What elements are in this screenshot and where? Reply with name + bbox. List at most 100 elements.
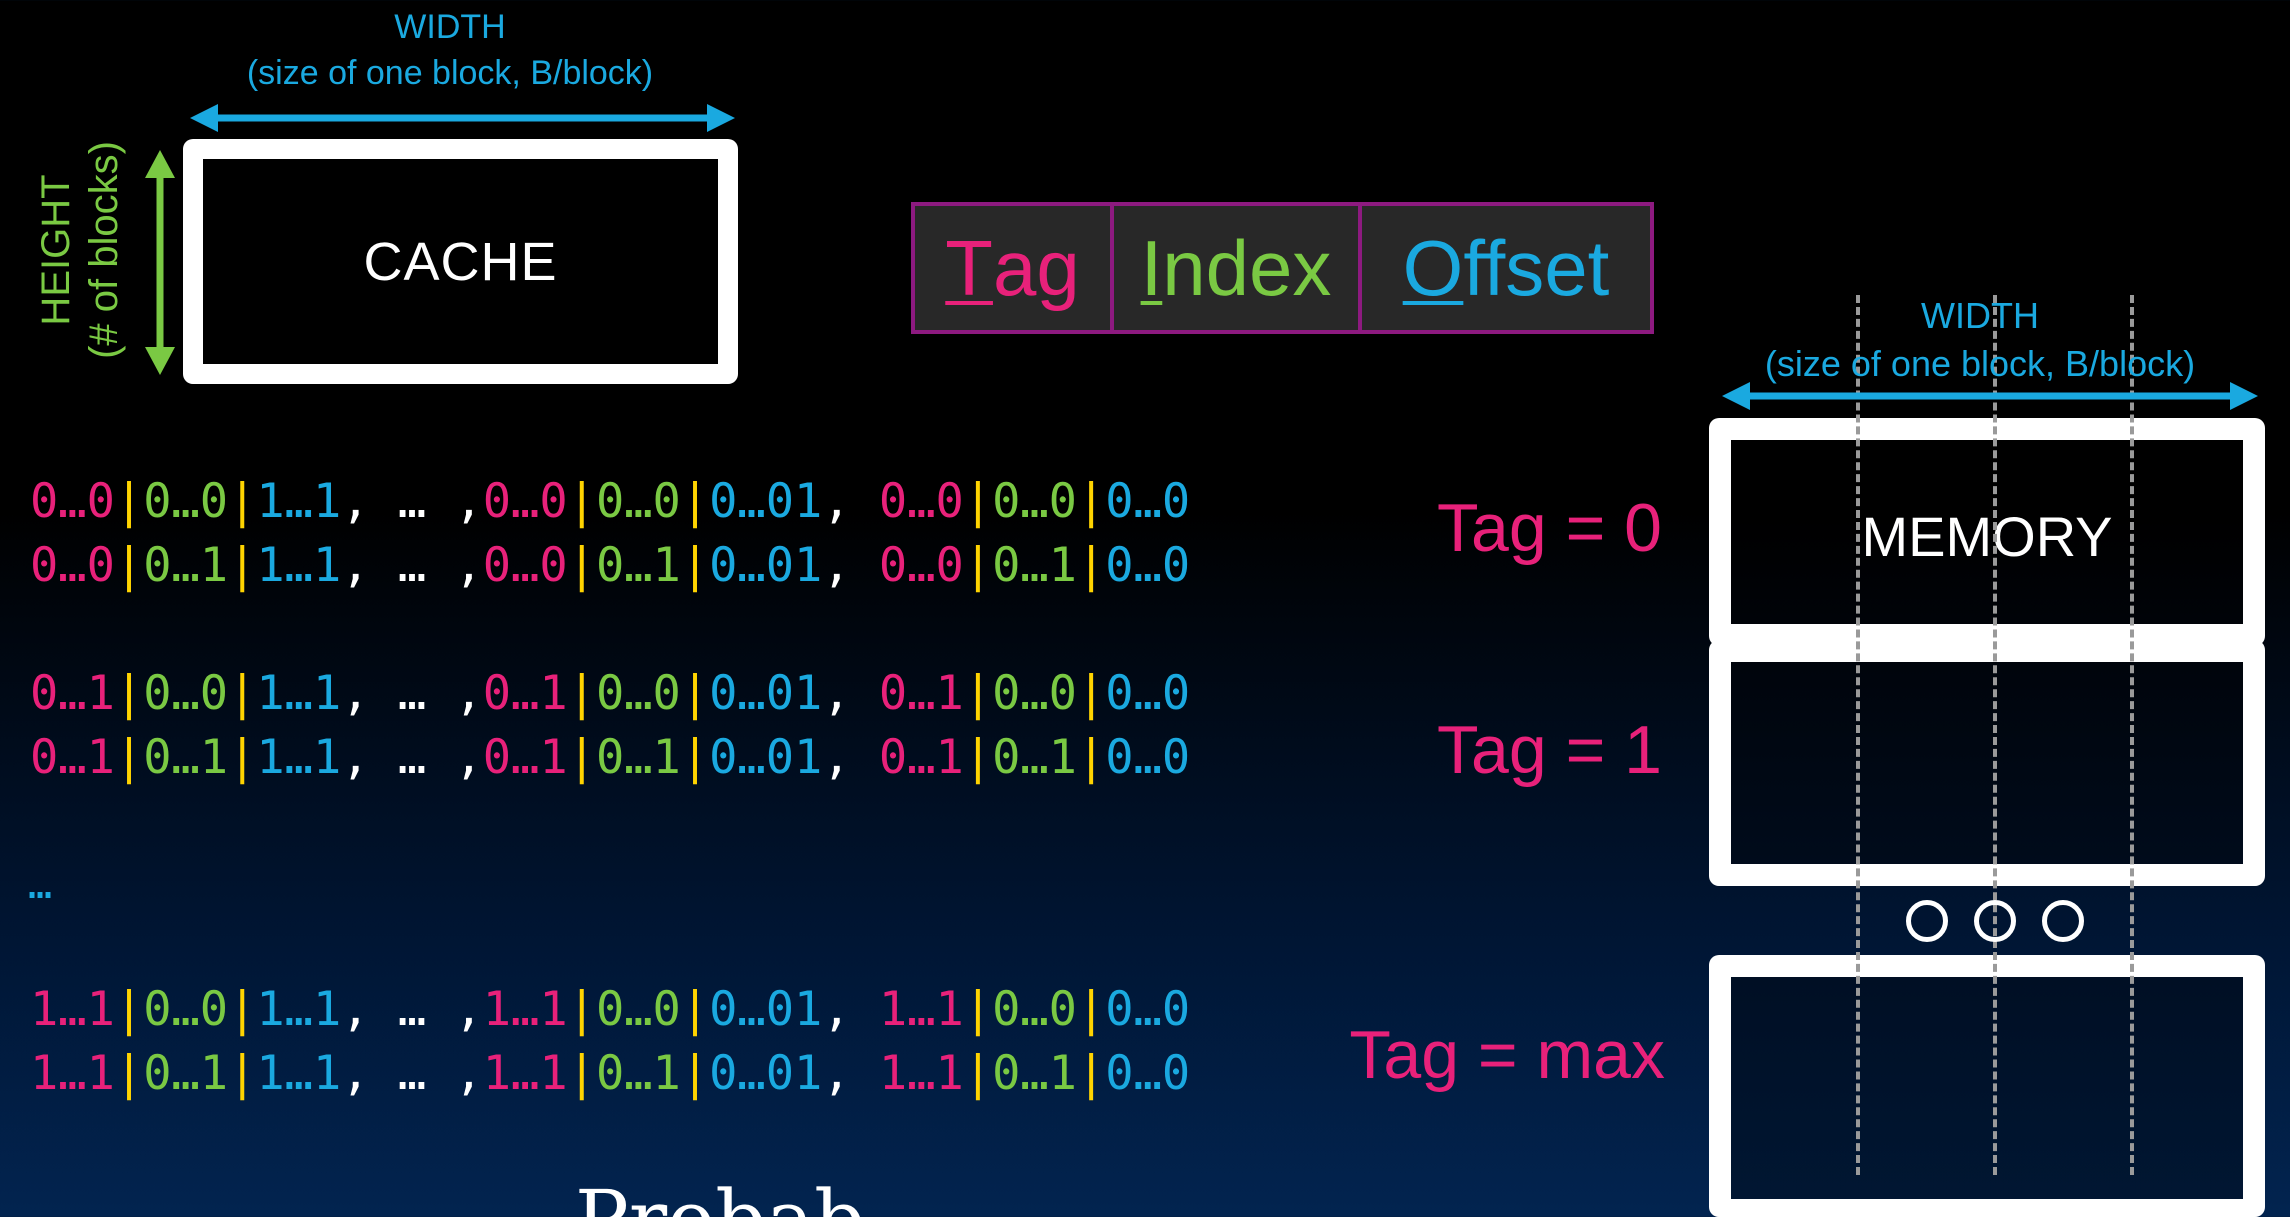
cache-width-subtitle: (size of one block, B/block): [246, 54, 654, 92]
address-segment: 0…1: [482, 730, 568, 785]
address-segment: 0…0: [878, 538, 964, 593]
address-segment: 0…0: [143, 666, 229, 721]
address-segment: 0…0: [143, 982, 229, 1037]
address-segment: 0…01: [709, 666, 823, 721]
address-segment: 0…0: [1105, 666, 1191, 721]
address-segment: 0…0: [595, 474, 681, 529]
address-segment: 0…1: [482, 666, 568, 721]
address-segment: |: [1076, 730, 1106, 785]
tag-0-label: Tag = 0: [1437, 490, 1662, 566]
address-segment: ,: [822, 666, 879, 721]
address-segment: |: [228, 666, 257, 721]
address-segment: , … ,: [341, 474, 483, 529]
address-segment: |: [963, 1046, 993, 1101]
address-segment: |: [567, 538, 596, 593]
address-segment: ,: [822, 474, 879, 529]
continuation-dot-2: [1974, 900, 2016, 942]
address-row: 1…1|0…1|1…1, … ,1…1|0…1|0…01, 1…1|0…1|0……: [30, 1042, 1190, 1106]
address-segment: ,: [822, 1046, 879, 1101]
address-segment: 0…1: [30, 666, 115, 721]
address-row: [30, 598, 1190, 662]
cache-height-label: HEIGHT (# of blocks): [34, 125, 126, 375]
address-segment: |: [567, 666, 596, 721]
continuation-dot-3: [2042, 900, 2084, 942]
address-segment: 0…0: [1105, 982, 1191, 1037]
cache-width-title: WIDTH: [394, 8, 506, 46]
address-segment: |: [1076, 666, 1106, 721]
partial-bottom-text: Probab: [575, 1180, 865, 1217]
address-segment: |: [1076, 538, 1106, 593]
address-segment: , … ,: [341, 538, 483, 593]
address-segment: 1…1: [256, 538, 342, 593]
address-segment: 1…1: [482, 982, 568, 1037]
cache-height-arrow: [145, 150, 175, 375]
address-segment: 0…1: [595, 1046, 681, 1101]
address-segment: 0…1: [878, 666, 964, 721]
address-segment: |: [228, 982, 257, 1037]
address-segment: 0…1: [595, 730, 681, 785]
address-segment: |: [680, 982, 710, 1037]
address-segment: 1…1: [878, 982, 964, 1037]
address-segment: |: [228, 474, 257, 529]
address-segment: 1…1: [878, 1046, 964, 1101]
memory-divider-3: [2130, 295, 2134, 1175]
cache-box: CACHE: [183, 139, 738, 384]
address-segment: 1…1: [256, 1046, 342, 1101]
address-segment: |: [1076, 474, 1106, 529]
address-segment: 0…0: [595, 666, 681, 721]
address-segment: 1…1: [30, 982, 115, 1037]
address-row: 0…0|0…1|1…1, … ,0…0|0…1|0…01, 0…0|0…1|0……: [30, 534, 1190, 598]
address-segment: 1…1: [256, 474, 342, 529]
address-segment: |: [567, 1046, 596, 1101]
address-segment: |: [1076, 1046, 1106, 1101]
address-segment: 0…1: [143, 730, 229, 785]
memory-block-1: [1709, 640, 2265, 886]
address-segment: |: [963, 982, 993, 1037]
address-segment: 0…0: [143, 474, 229, 529]
address-segment: 0…1: [992, 730, 1077, 785]
address-segment: 0…01: [709, 1046, 823, 1101]
cache-width-label: WIDTH (size of one block, B/block): [180, 4, 720, 96]
address-segment: |: [567, 982, 596, 1037]
address-segment: , … ,: [341, 666, 483, 721]
address-segment: 1…1: [256, 982, 342, 1037]
address-segment: |: [567, 730, 596, 785]
memory-width-subtitle: (size of one block, B/block): [1764, 343, 2196, 384]
address-row: 0…1|0…1|1…1, … ,0…1|0…1|0…01, 0…1|0…1|0……: [30, 726, 1190, 790]
address-segment: 1…1: [30, 1046, 115, 1101]
address-rows-bottom: 1…1|0…0|1…1, … ,1…1|0…0|0…01, 1…1|0…0|0……: [30, 978, 1190, 1106]
address-segment: |: [114, 730, 144, 785]
address-segment: |: [567, 474, 596, 529]
address-segment: 0…0: [1105, 730, 1191, 785]
memory-width-arrow: [1722, 382, 2258, 410]
address-segment: 0…1: [595, 538, 681, 593]
address-segment: |: [963, 538, 993, 593]
memory-divider-2: [1993, 295, 1997, 1175]
memory-width-title: WIDTH: [1921, 295, 2039, 336]
address-segment: |: [114, 982, 144, 1037]
address-segment: |: [963, 730, 993, 785]
tag-1-label: Tag = 1: [1437, 712, 1662, 788]
address-segment: |: [963, 666, 993, 721]
address-segment: |: [680, 474, 710, 529]
address-segment: 0…1: [143, 538, 229, 593]
address-row: 0…1|0…0|1…1, … ,0…1|0…0|0…01, 0…1|0…0|0……: [30, 662, 1190, 726]
address-segment: |: [680, 538, 710, 593]
continuation-dot-1: [1906, 900, 1948, 942]
address-segment: |: [680, 666, 710, 721]
address-segment: ,: [822, 730, 879, 785]
address-segment: , … ,: [341, 1046, 483, 1101]
memory-width-label: WIDTH (size of one block, B/block): [1718, 292, 2242, 388]
memory-block-0: [1709, 418, 2265, 646]
tag-field-initial: T: [945, 223, 993, 312]
address-segment: 1…1: [256, 730, 342, 785]
address-segment: |: [114, 538, 144, 593]
address-segment: ,: [822, 982, 879, 1037]
address-segment: , … ,: [341, 982, 483, 1037]
rows-ellipsis: …: [28, 862, 53, 908]
address-segment: 0…0: [30, 538, 115, 593]
address-segment: 1…1: [482, 1046, 568, 1101]
